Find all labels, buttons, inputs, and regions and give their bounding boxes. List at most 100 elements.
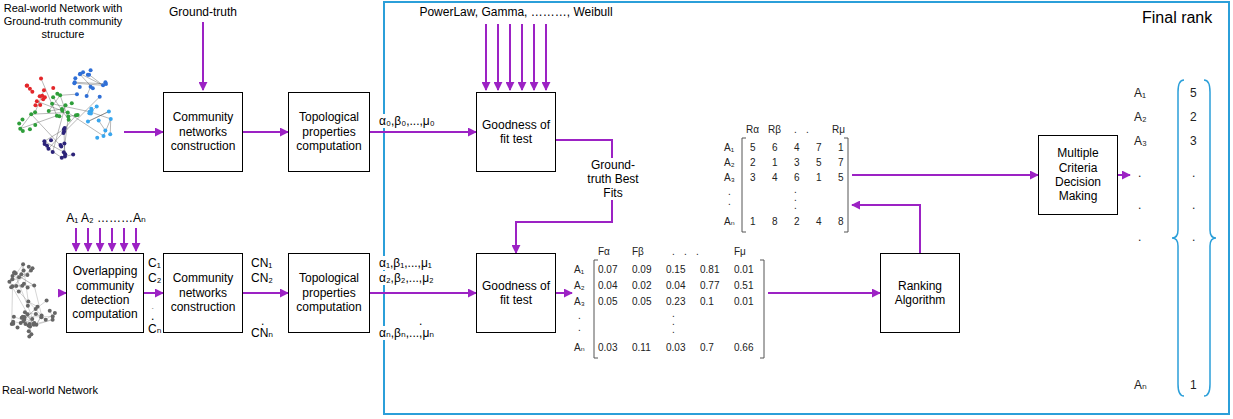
- rank-matrix: RαRβ..RμA₁56471A₂21357A₃34615.....Aₙ1824…: [722, 124, 852, 234]
- network-dot: [25, 273, 29, 277]
- matrix-cell: 5: [838, 172, 844, 184]
- network-link: [49, 95, 60, 111]
- framework-frame: [384, 2, 1229, 414]
- network-dot: [72, 81, 76, 85]
- network-dot: [33, 103, 37, 107]
- final-rank: Final rankA₁5A₂2A₃3......Aₙ1: [1130, 8, 1228, 412]
- box-label: Goodness of fit test: [481, 279, 551, 308]
- matrix-cell: Final rank: [1142, 8, 1212, 27]
- matrix-cell: 0.7: [700, 342, 714, 354]
- flow-item-label: .: [150, 309, 155, 323]
- network-dot: [39, 77, 43, 81]
- matrix-cell: 0.05: [598, 296, 617, 308]
- network-dot: [7, 280, 11, 284]
- process-box: Multiple Criteria Decision Making: [1038, 135, 1118, 215]
- network-dot: [21, 315, 25, 319]
- flow-item-label: CNₙ: [250, 326, 274, 340]
- network-dot: [59, 144, 63, 148]
- network-dot: [12, 315, 16, 319]
- matrix-cell: 1: [772, 157, 778, 169]
- matrix-cell: Rα: [746, 124, 759, 136]
- network-dot: [103, 129, 107, 133]
- matrix-cell: A₃: [724, 172, 735, 184]
- matrix-cell: 1: [838, 142, 844, 154]
- flow-arrow: [768, 292, 880, 294]
- network-dot: [53, 311, 57, 315]
- network-link: [34, 286, 41, 316]
- matrix-cell: A₂: [574, 280, 585, 292]
- network-dot: [26, 312, 30, 316]
- flow-arrow: [243, 131, 288, 133]
- network-dot: [51, 315, 55, 319]
- matrix-cell: 4: [816, 216, 822, 228]
- network-dot: [17, 275, 21, 279]
- matrix-cell: A₁: [724, 142, 734, 154]
- network-dot: [30, 266, 34, 270]
- matrix-cell: .: [1192, 166, 1195, 180]
- rank-brace: [1172, 80, 1216, 396]
- matrix-cell: A₁: [1134, 86, 1146, 100]
- flow-item-label: α₁,β₁,...,μ₁: [378, 256, 433, 270]
- network-dot: [48, 309, 52, 313]
- network-dot: [44, 318, 48, 322]
- matrix-cell: 0.1: [700, 296, 714, 308]
- matrix-cell: Fμ: [734, 246, 746, 258]
- matrix-cell: 0.04: [666, 280, 685, 292]
- flow-arrow: [58, 292, 66, 294]
- matrix-cell: 0.05: [632, 296, 651, 308]
- network-dot: [51, 86, 55, 90]
- matrix-cell: .: [806, 124, 809, 136]
- network-link: [25, 312, 42, 315]
- matrix-cell: .: [1138, 166, 1141, 180]
- box-label: Community networks construction: [168, 110, 238, 153]
- matrix-cell: .: [1138, 230, 1141, 244]
- network-link: [35, 90, 44, 112]
- network-dot: [60, 109, 64, 113]
- matrix-cell: A₂: [1134, 110, 1147, 124]
- network-caption: Real-world Network with Ground-truth com…: [2, 2, 124, 42]
- matrix-cell: 1: [816, 172, 822, 184]
- matrix-cell: 0.77: [700, 280, 719, 292]
- network-dot: [26, 286, 30, 290]
- network-link: [36, 301, 47, 309]
- network-dot: [28, 127, 32, 131]
- network-dot: [78, 85, 82, 89]
- matrix-cell: 0.23: [666, 296, 685, 308]
- edge-label: α₀,β₀,...,μ₀: [378, 114, 436, 128]
- matrix-cell: 5: [1190, 86, 1197, 100]
- network-dot: [38, 103, 42, 107]
- network-dot: [109, 117, 113, 121]
- network-link: [9, 282, 45, 320]
- network-dot: [17, 290, 21, 294]
- network-dot: [11, 322, 15, 326]
- matrix-cell: A₃: [1134, 134, 1147, 148]
- box-label: Ranking Algorithm: [885, 279, 955, 308]
- network-dot: [62, 142, 66, 146]
- matrix-cell: 1: [750, 216, 756, 228]
- flow-arrow: [124, 131, 163, 133]
- matrix-cell: Aₙ: [724, 216, 735, 228]
- matrix-cell: 0.01: [734, 296, 753, 308]
- network-dot: [35, 99, 39, 103]
- network-dot: [97, 119, 101, 123]
- matrix-cell: 2: [794, 216, 800, 228]
- process-box: Ranking Algorithm: [880, 253, 960, 333]
- flow-arrow: [1118, 174, 1130, 176]
- matrix-cell: 0.01: [734, 264, 753, 276]
- network-dot: [58, 93, 62, 97]
- network-dot: [42, 139, 46, 143]
- network-dot: [17, 122, 21, 126]
- network-graphic: [4, 50, 122, 170]
- process-box: Community networks construction: [163, 253, 243, 333]
- network-link: [31, 114, 61, 146]
- box-label: Overlapping community detection computat…: [71, 264, 139, 322]
- network-dot: [78, 72, 82, 76]
- network-dot: [95, 136, 99, 140]
- flow-arrow: [852, 205, 920, 253]
- network-dot: [45, 299, 49, 303]
- process-box: Goodness of fit test: [476, 253, 556, 333]
- network-dot: [34, 307, 38, 311]
- network-dot: [50, 102, 54, 106]
- matrix-cell: A₁: [574, 264, 584, 276]
